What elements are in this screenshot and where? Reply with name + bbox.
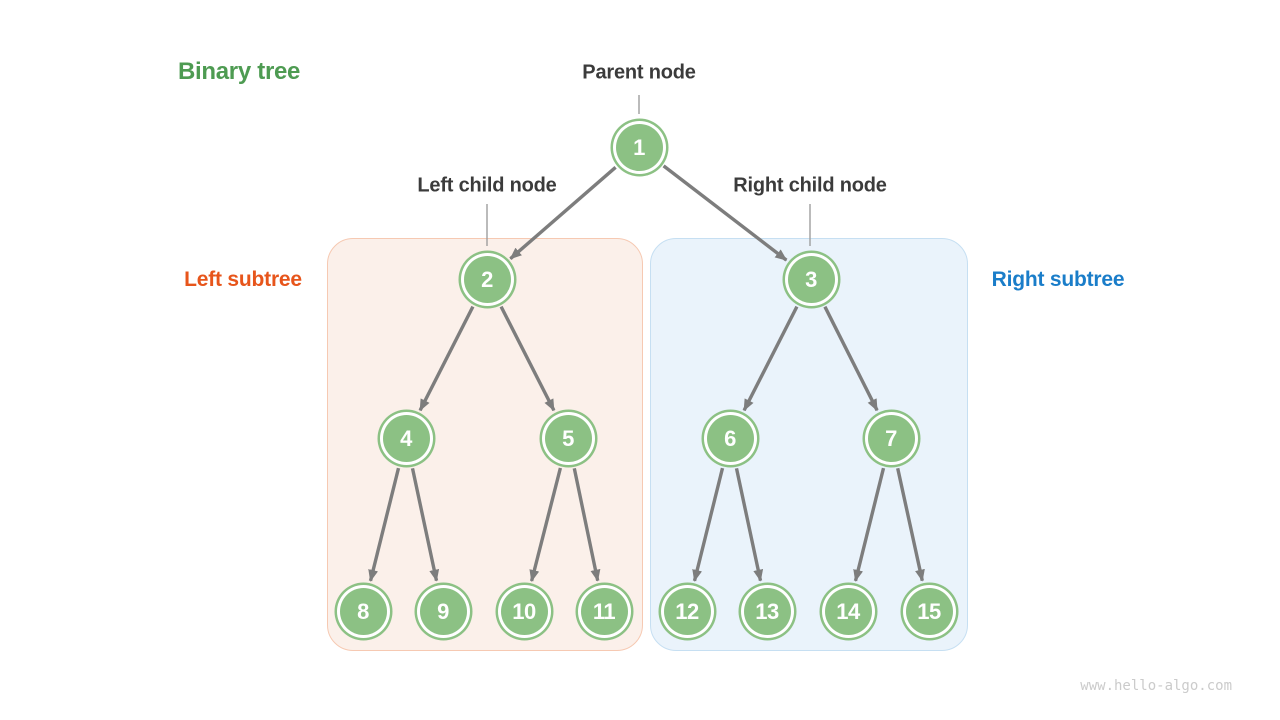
tree-node-13: 13 <box>743 587 791 635</box>
tree-node-14: 14 <box>824 587 872 635</box>
watermark: www.hello-algo.com <box>1080 678 1232 694</box>
tree-node-7: 7 <box>867 414 915 462</box>
parent-node-label: Parent node <box>582 61 696 84</box>
tree-node-12: 12 <box>663 587 711 635</box>
tree-node-15: 15 <box>905 587 953 635</box>
tree-node-5: 5 <box>544 414 592 462</box>
left-subtree-label: Left subtree <box>184 268 302 291</box>
tree-node-1: 1 <box>615 123 663 171</box>
tree-node-8: 8 <box>339 587 387 635</box>
tree-node-9: 9 <box>419 587 467 635</box>
left-child-node-label: Left child node <box>417 174 557 197</box>
tree-node-3: 3 <box>787 255 835 303</box>
tree-node-10: 10 <box>500 587 548 635</box>
tree-node-11: 11 <box>580 587 628 635</box>
right-subtree-box <box>650 238 968 651</box>
right-subtree-label: Right subtree <box>991 268 1125 291</box>
diagram-title: Binary tree <box>178 58 301 85</box>
right-child-node-label: Right child node <box>733 174 887 197</box>
tree-node-4: 4 <box>382 414 430 462</box>
tree-node-6: 6 <box>706 414 754 462</box>
tree-node-2: 2 <box>463 255 511 303</box>
